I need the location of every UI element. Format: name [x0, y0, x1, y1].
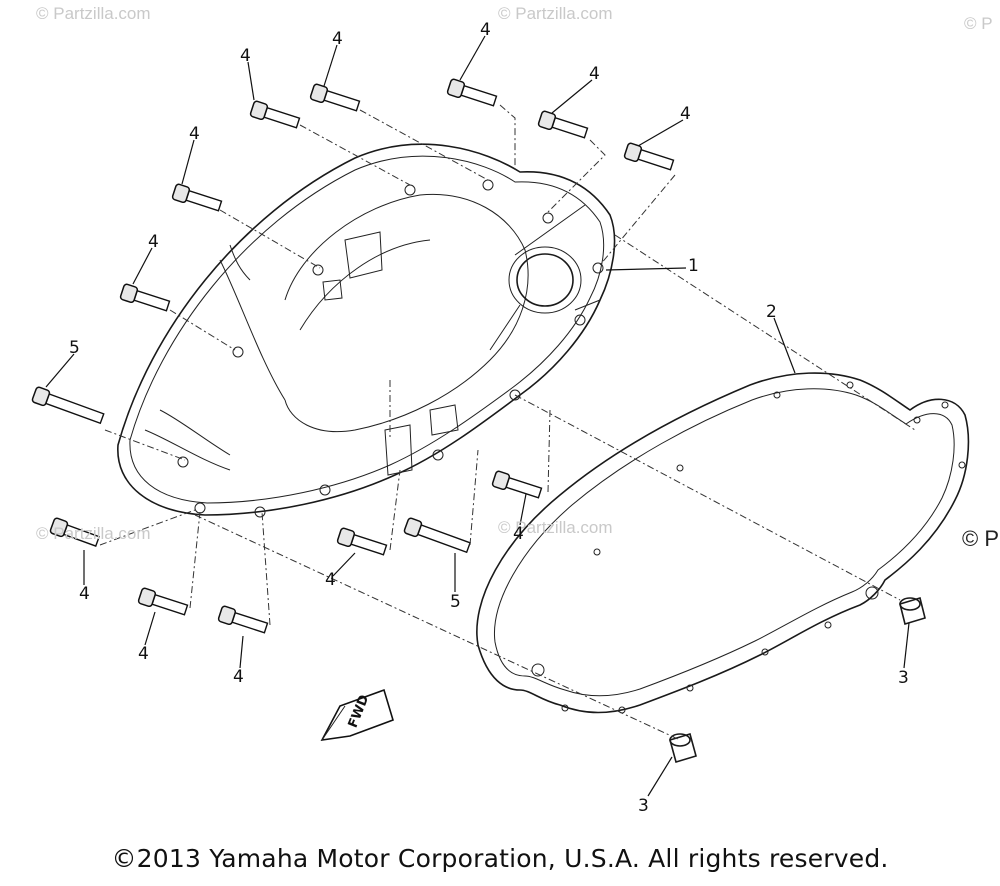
watermark: © Partzilla.com — [36, 4, 151, 23]
bolt — [119, 283, 171, 312]
bolt — [537, 110, 589, 139]
bolt — [171, 183, 223, 212]
callout-part-5: 5 — [69, 338, 80, 358]
dowel-pin — [669, 732, 697, 764]
callout-part-4: 4 — [138, 644, 149, 664]
bolt — [31, 386, 105, 425]
callout-part-4: 4 — [240, 46, 251, 66]
callout-part-5: 5 — [450, 592, 461, 612]
callout-part-4: 4 — [148, 232, 159, 252]
callout-part-4: 4 — [189, 124, 200, 144]
watermark: © P — [964, 14, 993, 33]
bolt — [137, 587, 189, 616]
bolt — [249, 100, 301, 129]
callout-part-3: 3 — [638, 796, 649, 816]
bolt — [49, 517, 101, 547]
bolt — [623, 142, 675, 171]
copyright-notice: ©2013 Yamaha Motor Corporation, U.S.A. A… — [111, 844, 889, 873]
callout-part-4: 4 — [513, 524, 524, 544]
callout-part-3: 3 — [898, 668, 909, 688]
bolt — [403, 517, 471, 554]
bolt — [446, 78, 498, 107]
callout-part-1: 1 — [688, 256, 699, 276]
bolt — [217, 605, 269, 634]
forward-arrow-icon — [320, 688, 394, 742]
callout-part-4: 4 — [79, 584, 90, 604]
cover-gasket — [476, 372, 970, 714]
leader-lines — [45, 35, 910, 797]
alignment-lines — [99, 104, 916, 741]
dowel-pin — [899, 596, 926, 626]
watermark: © P — [962, 526, 999, 551]
bolt — [336, 527, 388, 556]
crankcase-cover — [117, 143, 616, 518]
callout-part-4: 4 — [480, 20, 491, 40]
bolt — [309, 83, 361, 112]
callout-part-4: 4 — [680, 104, 691, 124]
watermark: © Partzilla.com — [498, 518, 613, 537]
callout-part-2: 2 — [766, 302, 777, 322]
callout-part-4: 4 — [589, 64, 600, 84]
watermark: © Partzilla.com — [498, 4, 613, 23]
watermark: © Partzilla.com — [36, 524, 151, 543]
callout-part-4: 4 — [325, 570, 336, 590]
callout-part-4: 4 — [332, 29, 343, 49]
callout-part-4: 4 — [233, 667, 244, 687]
bolt — [491, 470, 543, 499]
